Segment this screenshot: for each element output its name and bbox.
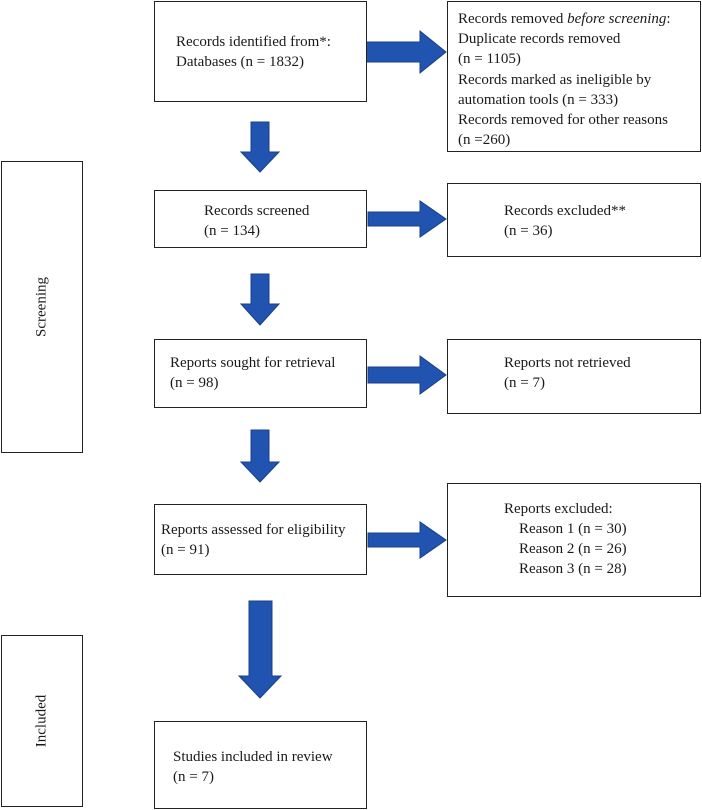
reports-sought-count: (n = 98) xyxy=(170,375,219,391)
arrow-screened-to-excluded xyxy=(367,200,447,238)
records-removed-box: Records removed before screening: Duplic… xyxy=(447,1,701,152)
reports-sought-text: Reports sought for retrieval xyxy=(170,355,336,371)
reports-assessed-text: Reports assessed for eligibility xyxy=(161,522,346,538)
records-identified-box: Records identified from*: Databases (n =… xyxy=(154,1,367,102)
reports-excluded-box: Reports excluded: Reason 1 (n = 30) Reas… xyxy=(447,483,701,597)
reports-sought-box: Reports sought for retrieval (n = 98) xyxy=(154,339,367,408)
arrow-sought-to-not-retrieved xyxy=(367,355,447,395)
records-screened-text: Records screened xyxy=(204,203,310,219)
reason-2: Reason 2 (n = 26) xyxy=(519,541,627,557)
reports-excluded-title: Reports excluded: xyxy=(504,501,613,517)
removed-line-other: Records removed for other reasons xyxy=(458,112,668,129)
removed-line-duplicates: Duplicate records removed xyxy=(458,31,621,48)
studies-included-box: Studies included in review (n = 7) xyxy=(154,721,367,809)
records-screened-box: Records screened (n = 134) xyxy=(154,190,367,248)
removed-line-ineligible: Records marked as ineligible by xyxy=(458,71,652,88)
databases-count-text: Databases (n = 1832) xyxy=(176,54,305,70)
included-phase-label: Included xyxy=(1,635,83,807)
arrow-screened-to-sought xyxy=(239,273,281,326)
removed-line-ineligible-count: automation tools (n = 333) xyxy=(458,91,619,108)
arrow-assessed-to-reports-excluded xyxy=(367,521,447,559)
records-screened-count: (n = 134) xyxy=(204,223,260,239)
records-removed-title: Records removed before screening: xyxy=(458,11,671,27)
removed-line-duplicates-count: (n = 1105) xyxy=(458,51,521,68)
records-excluded-count: (n = 36) xyxy=(504,223,553,239)
reason-3: Reason 3 (n = 28) xyxy=(519,561,627,577)
screening-phase-label: Screening xyxy=(1,161,83,453)
studies-included-count: (n = 7) xyxy=(173,769,214,785)
arrow-identification-to-screened xyxy=(239,121,281,173)
reports-assessed-box: Reports assessed for eligibility (n = 91… xyxy=(154,504,367,575)
reason-1: Reason 1 (n = 30) xyxy=(519,521,627,537)
arrow-sought-to-assessed xyxy=(239,429,281,483)
reports-not-retrieved-count: (n = 7) xyxy=(504,375,545,391)
records-excluded-box: Records excluded** (n = 36) xyxy=(447,183,701,257)
reports-assessed-count: (n = 91) xyxy=(161,542,210,558)
reports-not-retrieved-box: Reports not retrieved (n = 7) xyxy=(447,339,701,414)
records-excluded-text: Records excluded** xyxy=(504,203,627,219)
reports-not-retrieved-text: Reports not retrieved xyxy=(504,355,631,371)
arrow-assessed-to-included xyxy=(237,600,283,699)
removed-line-other-count: (n =260) xyxy=(458,132,511,149)
studies-included-text: Studies included in review xyxy=(173,749,333,765)
records-identified-text: Records identified from*: xyxy=(176,34,331,50)
